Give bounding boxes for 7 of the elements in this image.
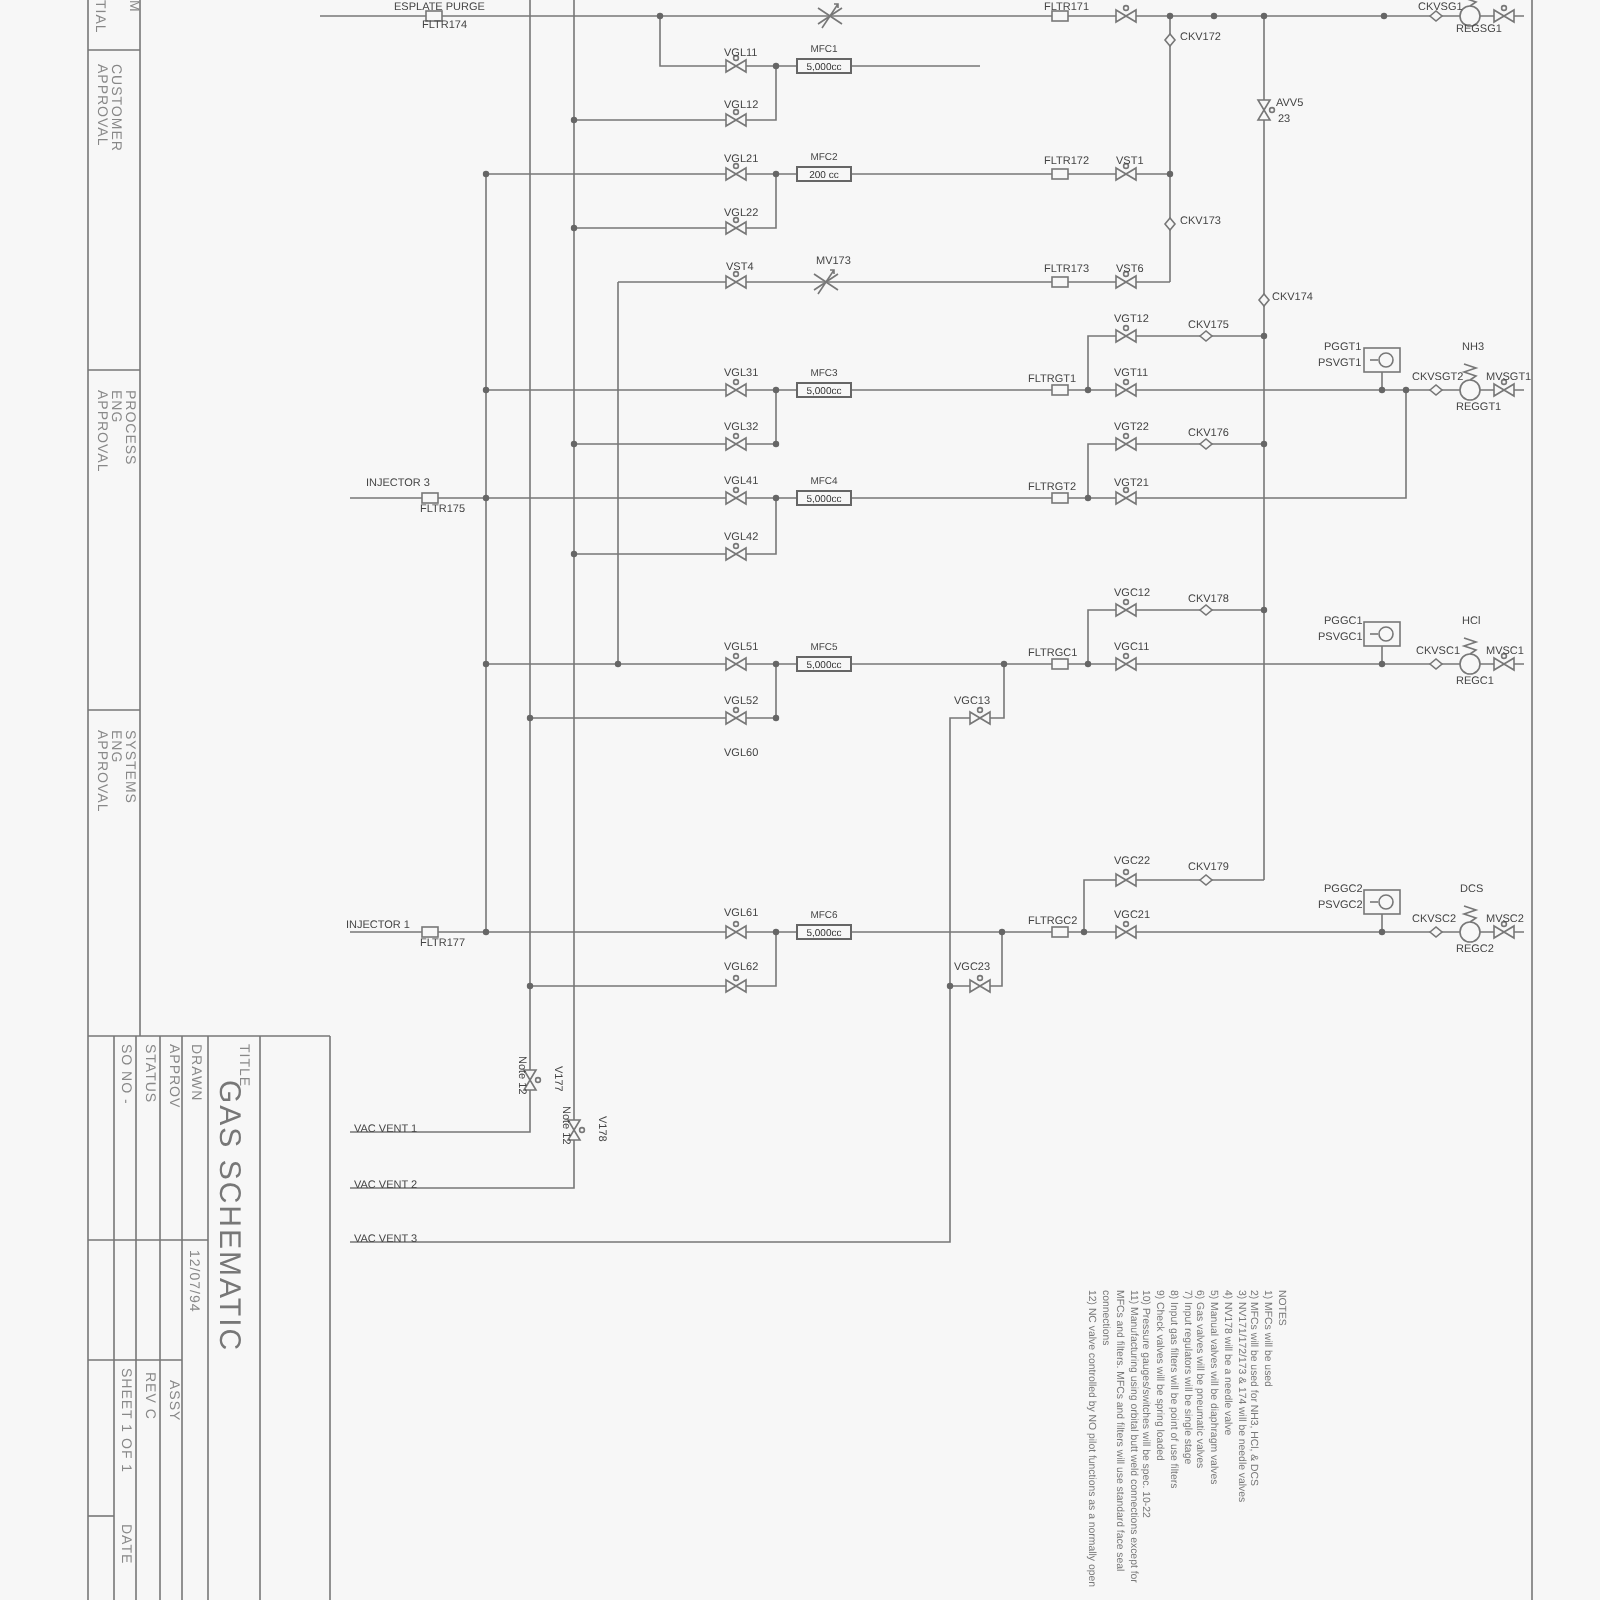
mfc-box — [792, 910, 856, 940]
mfc-box — [792, 44, 856, 74]
mfc-box — [792, 368, 856, 398]
mfc-box — [792, 476, 856, 506]
mfc-box — [792, 152, 856, 182]
drawing-title: GAS SCHEMATIC — [212, 1080, 246, 1353]
mfc-box — [792, 642, 856, 672]
